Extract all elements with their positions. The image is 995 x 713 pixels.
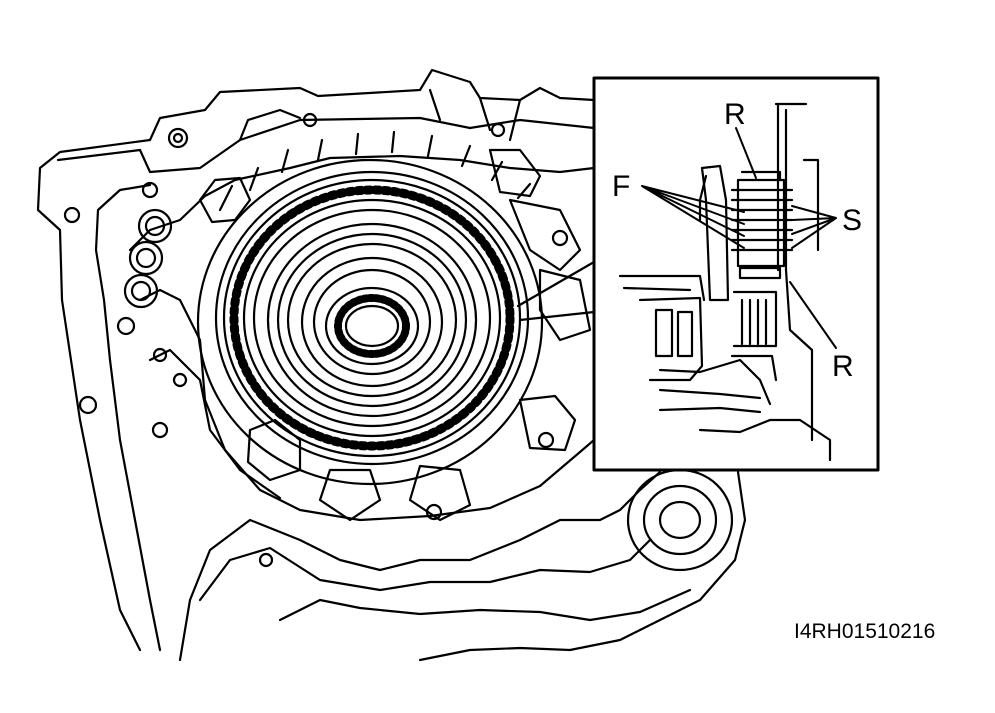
- inset-leader: [516, 260, 596, 322]
- detail-inset: [592, 76, 880, 472]
- callout-r-bottom: R: [832, 350, 854, 383]
- clutch-gear-assembly: [196, 130, 544, 486]
- leader-f: [641, 185, 745, 249]
- leader-r-bottom: [789, 281, 837, 349]
- callout-f: F: [612, 170, 630, 203]
- callout-s: S: [842, 204, 862, 237]
- callout-r-top: R: [724, 98, 746, 131]
- leader-s: [791, 205, 837, 249]
- callout-leaders: [641, 127, 837, 349]
- figure-code: I4RH01510216: [794, 620, 935, 643]
- leader-r-top: [735, 127, 757, 179]
